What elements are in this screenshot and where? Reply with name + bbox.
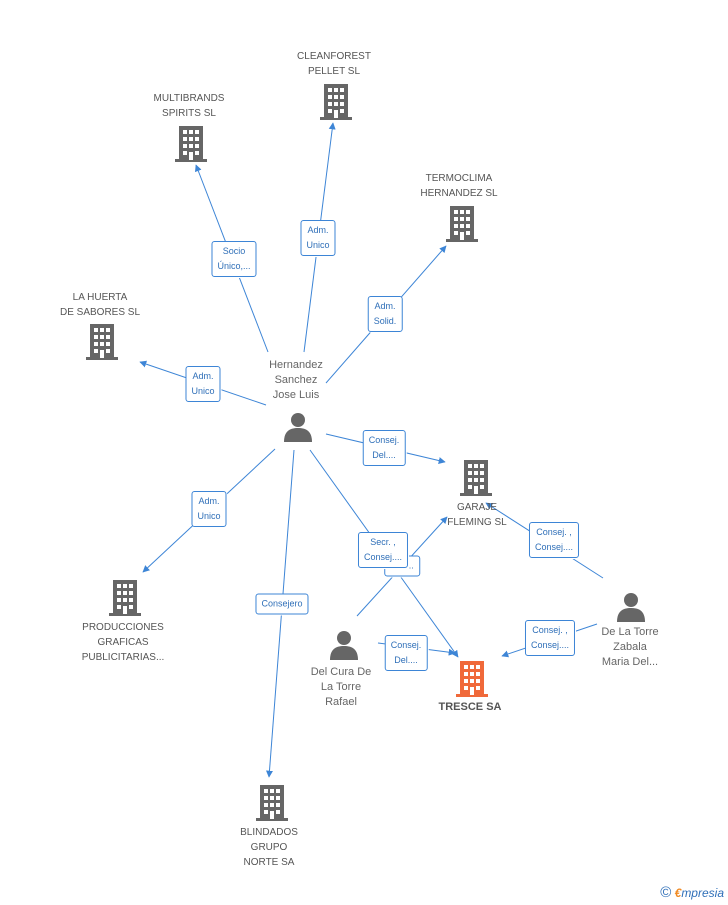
person-label-delatorre[interactable]: De La Torre Zabala Maria Del... xyxy=(601,626,659,668)
person-icon[interactable] xyxy=(283,412,313,442)
empresia-logo[interactable]: © €mpresia xyxy=(660,884,724,901)
edge-label-consej-delatorre-tresce: Consej. , Consej.... xyxy=(524,620,576,656)
company-label-blindados[interactable]: BLINDADOS GRUPO NORTE SA xyxy=(240,827,298,868)
company-label-lahuerta[interactable]: LA HUERTA DE SABORES SL xyxy=(59,292,141,318)
edge-label-adm-cleanforest: Adm. Unico xyxy=(300,220,336,256)
person-icon[interactable] xyxy=(329,630,359,660)
company-label-termoclima[interactable]: TERMOCLIMA HERNANDEZ SL xyxy=(420,173,498,199)
building-icon[interactable] xyxy=(256,785,288,821)
building-icon[interactable] xyxy=(446,206,478,242)
edge-label-adm-producciones: Adm. Unico xyxy=(191,491,227,527)
company-label-tresce[interactable]: TRESCE SA xyxy=(438,701,502,713)
company-label-cleanforest[interactable]: CLEANFOREST PELLET SL xyxy=(297,51,371,77)
copyright-symbol: © xyxy=(660,884,672,901)
edge-label-socio: Socio Único,... xyxy=(211,241,257,277)
edge-label-secr: Secr. , Consej.... xyxy=(357,532,409,568)
person-label-hernandez[interactable]: Hernandez Sanchez Jose Luis xyxy=(269,359,323,401)
edge-label-consej-delatorre-garaje: Consej. , Consej.... xyxy=(528,522,580,558)
building-icon-main[interactable] xyxy=(456,661,488,697)
edge-label-consejero: Consejero xyxy=(255,593,309,615)
building-icon[interactable] xyxy=(86,324,118,360)
brand-e: € xyxy=(674,886,682,900)
edge-label-adm-lahuerta: Adm. Unico xyxy=(185,366,221,402)
building-icon[interactable] xyxy=(175,126,207,162)
person-label-delcura[interactable]: Del Cura De La Torre Rafael xyxy=(310,666,372,708)
company-label-producciones[interactable]: PRODUCCIONES GRAFICAS PUBLICITARIAS... xyxy=(81,622,165,663)
person-icon[interactable] xyxy=(616,592,646,622)
edge-label-consej-delcura-tresce: Consej. Del.... xyxy=(384,635,428,671)
edge-label-consej-garaje: Consej. Del.... xyxy=(362,430,406,466)
company-label-garaje[interactable]: GARAJE FLEMING SL xyxy=(447,502,507,528)
building-icon[interactable] xyxy=(460,460,492,496)
building-icon[interactable] xyxy=(109,580,141,616)
edge-label-adm-termoclima: Adm. Solid. xyxy=(367,296,403,332)
brand-name: mpresia xyxy=(681,886,724,900)
building-icon[interactable] xyxy=(320,84,352,120)
company-label-multibrands[interactable]: MULTIBRANDS SPIRITS SL xyxy=(153,93,225,119)
